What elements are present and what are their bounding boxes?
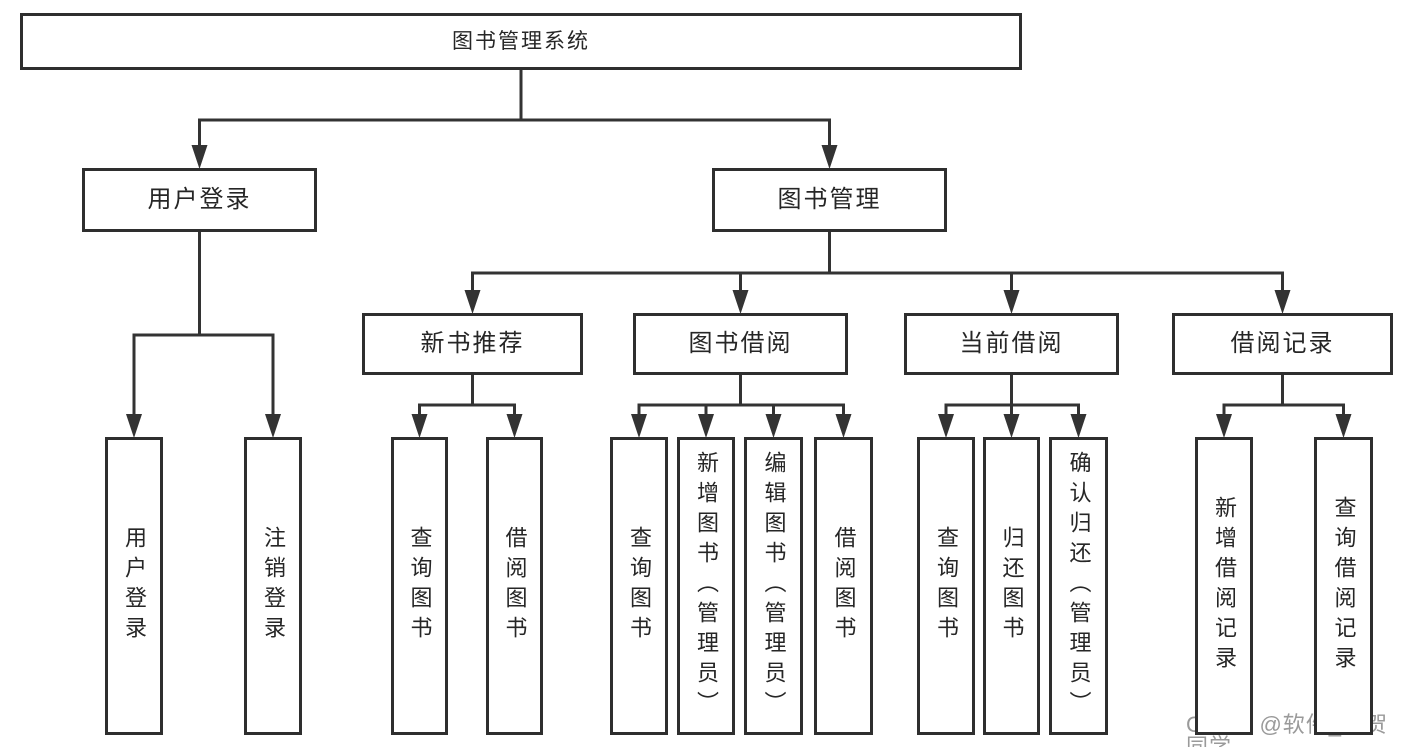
node-book-borrow: 图书借阅 bbox=[633, 313, 848, 375]
node-br-add: 新增借阅记录 bbox=[1195, 437, 1253, 735]
node-cb-confirm: 确认归还（管理员） bbox=[1049, 437, 1108, 735]
node-cb-return: 归还图书 bbox=[983, 437, 1040, 735]
node-nbr-borrow: 借阅图书 bbox=[486, 437, 543, 735]
node-leaf-logout: 注销登录 bbox=[244, 437, 302, 735]
node-root: 图书管理系统 bbox=[20, 13, 1022, 70]
node-current-borrow: 当前借阅 bbox=[904, 313, 1119, 375]
node-borrow-records: 借阅记录 bbox=[1172, 313, 1393, 375]
node-bb-borrow: 借阅图书 bbox=[814, 437, 873, 735]
node-bb-add: 新增图书（管理员） bbox=[677, 437, 735, 735]
node-bb-edit: 编辑图书（管理员） bbox=[744, 437, 803, 735]
node-user-login: 用户登录 bbox=[82, 168, 317, 232]
node-br-query: 查询借阅记录 bbox=[1314, 437, 1373, 735]
node-nbr-query: 查询图书 bbox=[391, 437, 448, 735]
node-cb-query: 查询图书 bbox=[917, 437, 975, 735]
node-bb-query: 查询图书 bbox=[610, 437, 668, 735]
node-new-book-rec: 新书推荐 bbox=[362, 313, 583, 375]
node-leaf-user-login: 用户登录 bbox=[105, 437, 163, 735]
node-book-mgmt: 图书管理 bbox=[712, 168, 947, 232]
